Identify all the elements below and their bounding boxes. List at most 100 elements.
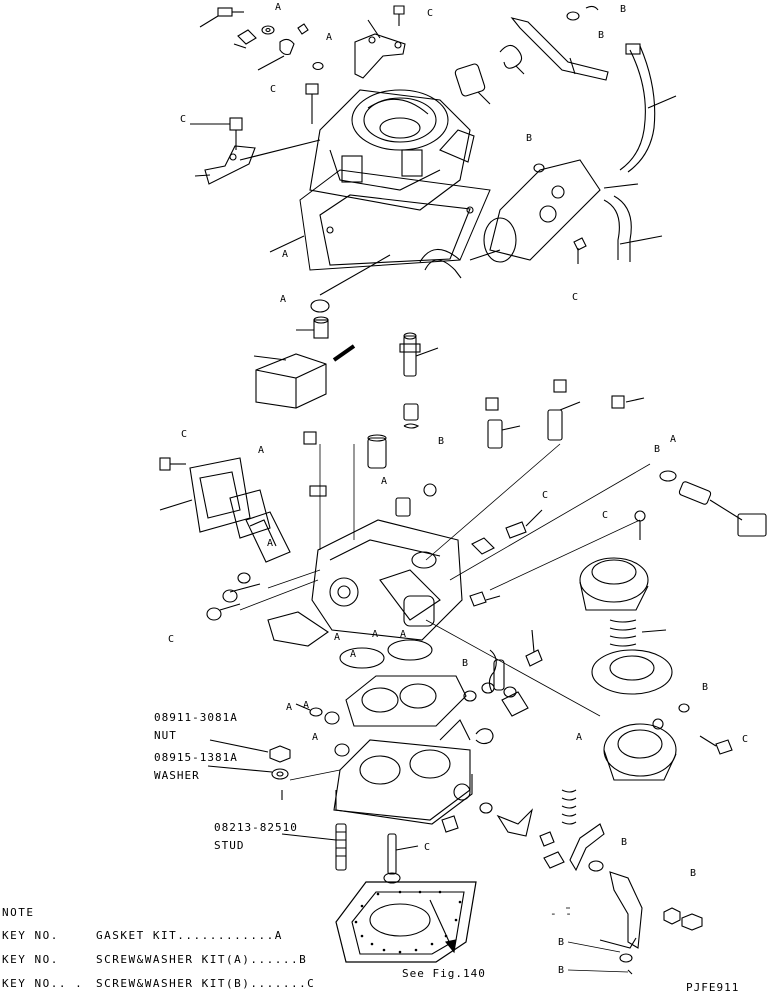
washer-part — [566, 5, 599, 21]
note-key-prefix: KEY NO.. . — [2, 977, 84, 990]
washer-label: WASHER — [154, 769, 200, 782]
leader-line — [239, 139, 321, 161]
fitting-part — [309, 485, 327, 497]
stud-part — [281, 823, 347, 871]
spring-part — [609, 619, 667, 647]
screw-part — [525, 629, 543, 667]
letter-tag: A — [576, 732, 582, 743]
upper-gasket — [269, 169, 491, 271]
top-washer-part — [312, 61, 324, 71]
letter-tag: B — [621, 837, 627, 848]
clip-part — [533, 163, 545, 173]
side-cover-part — [159, 457, 251, 533]
clip-part — [619, 953, 633, 975]
nut-part — [663, 907, 703, 931]
diaphragm-housing-part — [603, 703, 690, 781]
link-part — [496, 808, 565, 869]
letter-tag: C — [742, 734, 748, 745]
letter-tag: A — [326, 32, 332, 43]
screw-part — [303, 395, 645, 445]
letter-tag: B — [620, 4, 626, 15]
letter-tag: A — [267, 538, 273, 549]
link-part — [471, 537, 495, 555]
left-bracket-part — [194, 145, 256, 185]
hose-part — [419, 248, 462, 279]
throttle-body-part — [333, 719, 473, 825]
bolt-part — [159, 457, 186, 471]
see-figure-reference: See Fig.140 — [402, 967, 486, 980]
nut-part-number: 08911-3081A — [154, 711, 238, 724]
needle-valve-part — [399, 332, 439, 377]
top-pin-part — [297, 23, 309, 35]
spring-part — [499, 44, 525, 75]
throttle-lever-part — [599, 871, 643, 949]
screw-part — [305, 83, 319, 124]
letter-tag: A — [350, 649, 356, 660]
letter-tag: A — [670, 434, 676, 445]
pin-part — [332, 344, 356, 362]
leader-line — [319, 254, 391, 296]
letter-tag: B — [702, 682, 708, 693]
main-carburetor-body — [219, 483, 463, 641]
letter-tag: B — [598, 30, 604, 41]
letter-tag: A — [280, 294, 286, 305]
washer-part — [295, 703, 350, 757]
flange-gasket-part — [335, 881, 477, 963]
letter-tag: A — [381, 476, 387, 487]
letter-tag: C — [424, 842, 430, 853]
sensor-part — [659, 470, 767, 537]
letter-tag: B — [438, 436, 444, 447]
washer-part-number: 08915-1381A — [154, 751, 238, 764]
washer-part — [463, 682, 517, 814]
top-clip-part — [233, 29, 257, 49]
spring-part — [475, 649, 505, 745]
lever-bracket-part — [510, 17, 609, 81]
screw-part — [393, 5, 405, 26]
note-screw-washer-kit-a: SCREW&WASHER KIT(A)......B — [96, 953, 308, 966]
diaphragm-housing-part — [469, 159, 601, 263]
letter-tag: A — [400, 629, 406, 640]
exploded-axis-lines — [239, 443, 651, 781]
drawing-code: PJFE911 — [686, 981, 740, 994]
base-gasket-part — [345, 675, 467, 727]
screw-part — [441, 815, 459, 833]
nut-part — [207, 739, 291, 800]
screw-part — [573, 237, 587, 264]
gasket-part — [267, 611, 433, 669]
jet-part — [296, 316, 329, 339]
bracket-part — [354, 19, 406, 79]
diaphragm-part — [591, 649, 673, 695]
top-fitting-part — [257, 38, 295, 71]
dash-mark: - - — [550, 907, 573, 920]
pipe-part — [603, 183, 663, 262]
letter-tag: C — [168, 634, 174, 645]
side-gasket-part — [229, 489, 291, 563]
letter-tag: C — [270, 84, 276, 95]
letter-tag: A — [258, 445, 264, 456]
spring-part — [561, 789, 577, 825]
letter-tags: A A B C C B C B A C A C A A B C A A C A … — [168, 2, 748, 976]
letter-tag: A — [282, 249, 288, 260]
letter-tag: B — [462, 658, 468, 669]
letter-tag: C — [572, 292, 578, 303]
letter-tag: B — [690, 868, 696, 879]
bolt-part — [699, 735, 733, 755]
spring-part — [403, 403, 420, 429]
nut-label: NUT — [154, 729, 177, 742]
upper-carburetor-body — [309, 89, 475, 211]
letter-tag: C — [542, 490, 548, 501]
letter-tag: C — [180, 114, 186, 125]
letter-tag: B — [526, 133, 532, 144]
sleeve-part — [454, 63, 491, 105]
letter-tag: C — [181, 429, 187, 440]
pump-lever-part — [501, 691, 529, 717]
letter-tag: A — [372, 629, 378, 640]
letter-tag: A — [303, 700, 309, 711]
letter-tag: B — [558, 965, 564, 976]
screw-part — [190, 117, 243, 150]
letter-tag: A — [275, 2, 281, 13]
top-bolt-part — [199, 7, 244, 28]
accelerator-pump-part — [367, 434, 387, 469]
float-part — [253, 353, 327, 409]
